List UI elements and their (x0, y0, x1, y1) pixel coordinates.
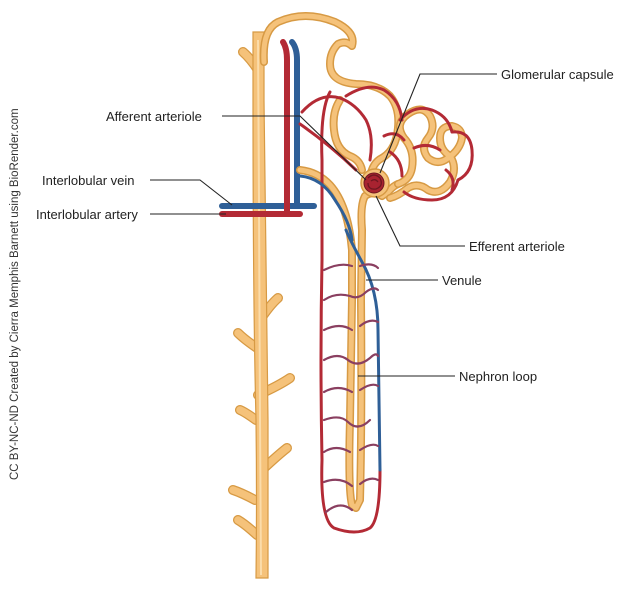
label-efferent-arteriole: Efferent arteriole (469, 239, 565, 254)
label-venule: Venule (442, 273, 482, 288)
tubule-segment (300, 170, 398, 508)
label-glomerular-capsule: Glomerular capsule (501, 67, 614, 82)
label-interlobular-vein: Interlobular vein (42, 173, 135, 188)
glomerulus (361, 169, 389, 197)
leader-interlobular-vein (150, 180, 232, 205)
collecting-duct (233, 32, 290, 578)
label-afferent-arteriole: Afferent arteriole (106, 109, 202, 124)
attribution-credit: CC BY-NC-ND Created by Cierra Memphis Ba… (9, 108, 21, 480)
interlobular-vessels (222, 42, 314, 214)
label-interlobular-artery: Interlobular artery (36, 207, 138, 222)
label-nephron-loop: Nephron loop (459, 369, 537, 384)
leader-efferent-arteriole (376, 196, 465, 246)
